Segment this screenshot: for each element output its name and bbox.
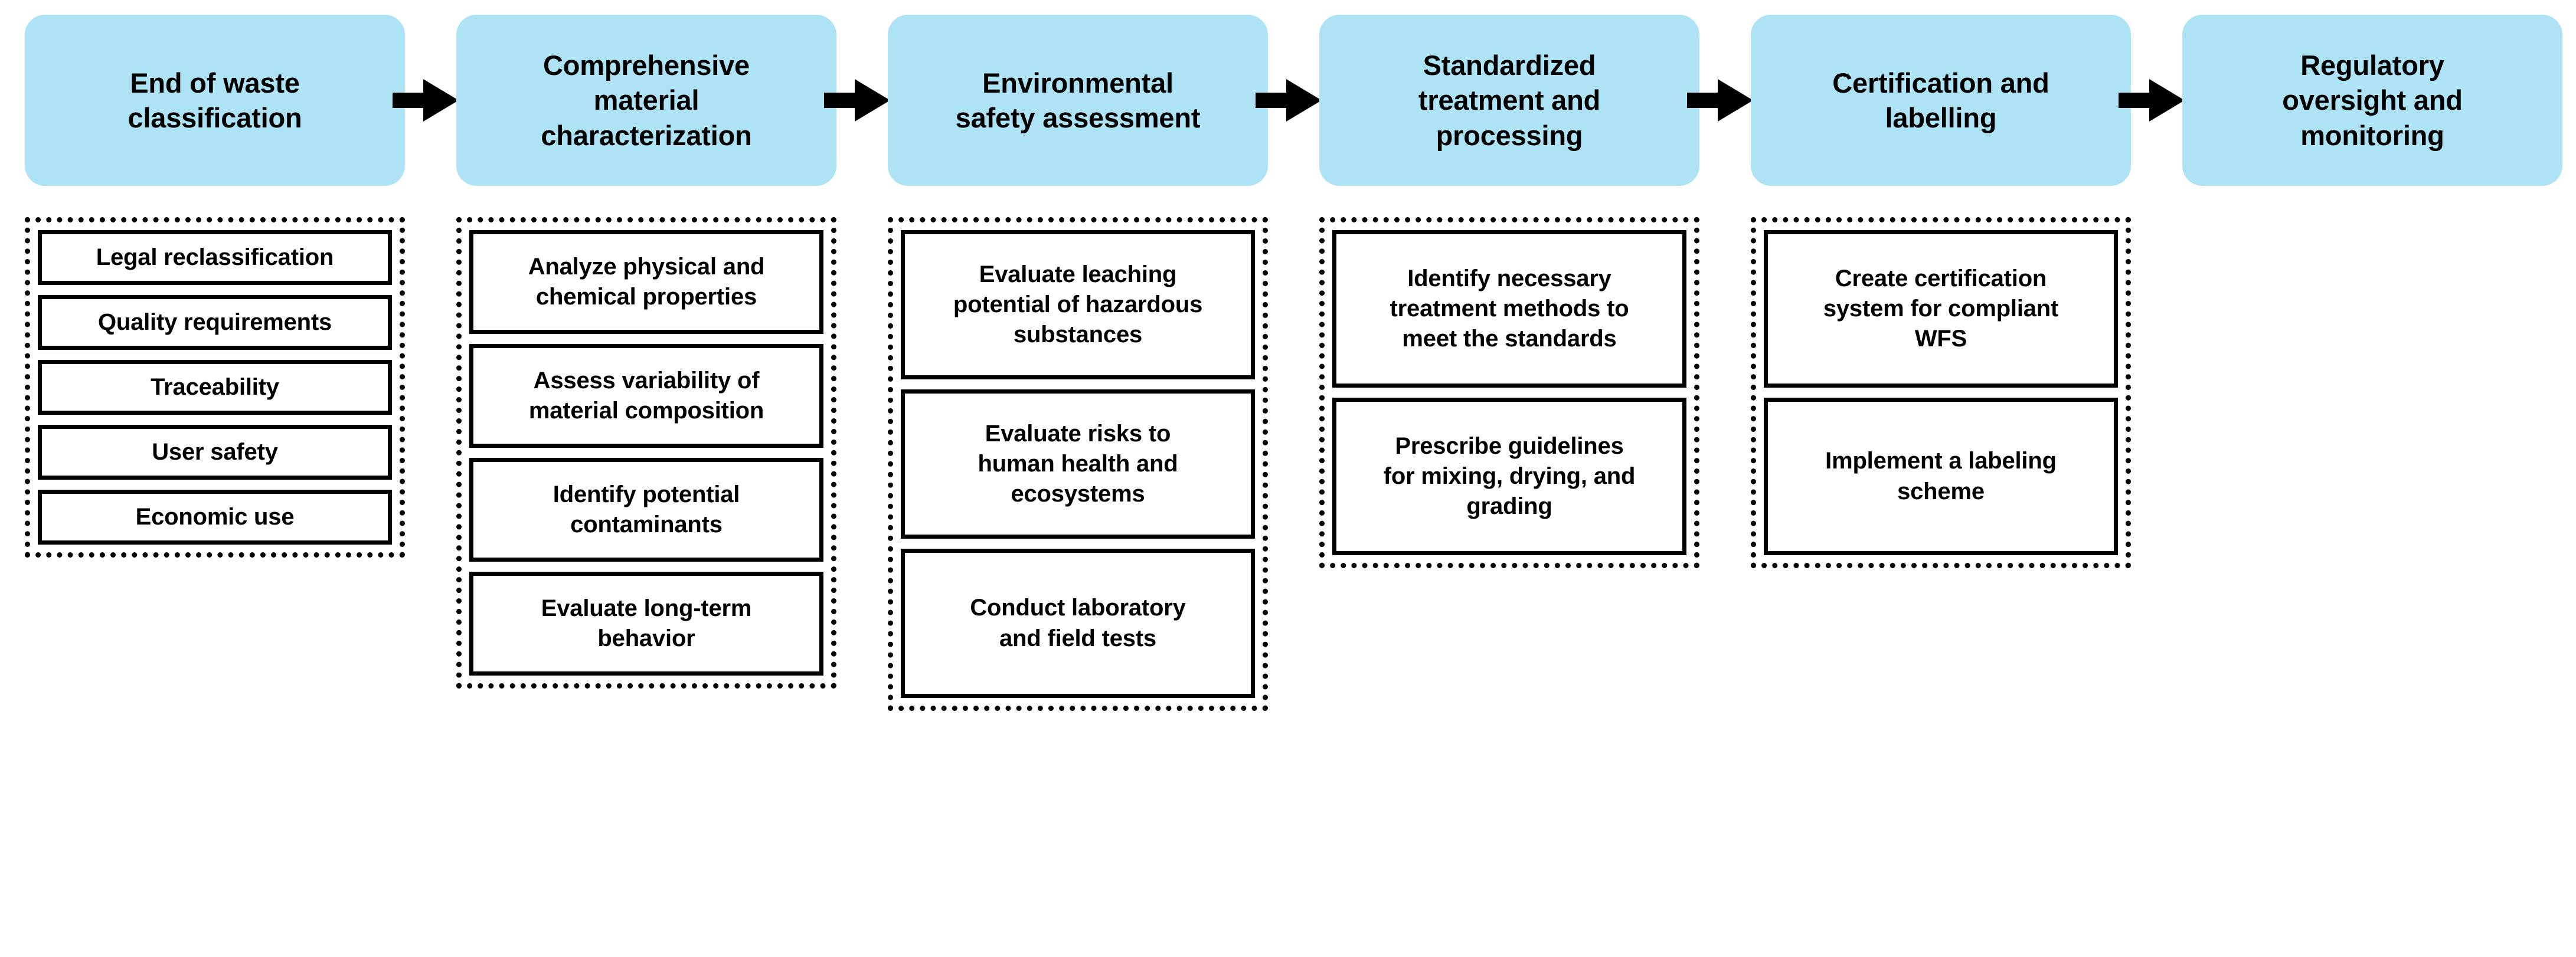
detail-box[interactable]: Prescribe guidelines for mixing, drying,… xyxy=(1332,398,1686,555)
detail-box[interactable]: Implement a labeling scheme xyxy=(1764,398,2118,555)
detail-box[interactable]: Assess variability of material compositi… xyxy=(469,344,823,448)
detail-container-environmental-safety-assessment: Evaluate leaching potential of hazardous… xyxy=(888,217,1268,711)
detail-box[interactable]: Evaluate long-term behavior xyxy=(469,572,823,676)
flow-arrow-icon xyxy=(1256,79,1322,122)
detail-box-label: Traceability xyxy=(151,373,279,400)
detail-box-label: User safety xyxy=(152,438,278,465)
detail-box-label: Identify necessary treatment methods to … xyxy=(1390,265,1629,352)
detail-box[interactable]: Traceability xyxy=(38,360,392,415)
stage-header-label: Certification and labelling xyxy=(1832,67,2049,133)
detail-box[interactable]: Evaluate leaching potential of hazardous… xyxy=(901,230,1255,379)
detail-box[interactable]: Identify potential contaminants xyxy=(469,458,823,562)
stage-header-label: Comprehensive material characterization xyxy=(541,50,752,151)
detail-box[interactable]: Legal reclassification xyxy=(38,230,392,285)
detail-container-comprehensive-material-characterization: Analyze physical and chemical properties… xyxy=(456,217,836,689)
detail-box-label: Economic use xyxy=(135,503,295,530)
stage-header-label: Environmental safety assessment xyxy=(955,67,1201,133)
stage-header-certification-and-labelling[interactable]: Certification and labelling xyxy=(1751,15,2131,186)
detail-box-label: Quality requirements xyxy=(97,309,332,335)
detail-container-standardized-treatment-and-processing: Identify necessary treatment methods to … xyxy=(1319,217,1699,568)
flow-arrow-icon xyxy=(393,79,459,122)
detail-container-end-of-waste-classification: Legal reclassification Quality requireme… xyxy=(25,217,405,558)
detail-box[interactable]: Conduct laboratory and field tests xyxy=(901,549,1255,698)
stage-header-regulatory-oversight-and-monitoring[interactable]: Regulatory oversight and monitoring xyxy=(2182,15,2562,186)
stage-header-standardized-treatment-and-processing[interactable]: Standardized treatment and processing xyxy=(1319,15,1699,186)
detail-box[interactable]: Analyze physical and chemical properties xyxy=(469,230,823,334)
detail-box-label: Analyze physical and chemical properties xyxy=(528,253,765,310)
detail-box-label: Prescribe guidelines for mixing, drying,… xyxy=(1383,432,1636,520)
detail-box[interactable]: User safety xyxy=(38,425,392,480)
detail-box[interactable]: Identify necessary treatment methods to … xyxy=(1332,230,1686,388)
detail-container-certification-and-labelling: Create certification system for complian… xyxy=(1751,217,2131,568)
stage-header-environmental-safety-assessment[interactable]: Environmental safety assessment xyxy=(888,15,1268,186)
detail-box-label: Assess variability of material compositi… xyxy=(528,367,764,424)
stage-header-comprehensive-material-characterization[interactable]: Comprehensive material characterization xyxy=(456,15,836,186)
detail-box-label: Conduct laboratory and field tests xyxy=(970,595,1186,651)
detail-box[interactable]: Quality requirements xyxy=(38,295,392,350)
flow-arrow-icon xyxy=(824,79,890,122)
stage-header-label: Regulatory oversight and monitoring xyxy=(2282,50,2463,151)
detail-box[interactable]: Create certification system for complian… xyxy=(1764,230,2118,388)
stage-header-label: Standardized treatment and processing xyxy=(1418,50,1601,151)
flow-arrow-icon xyxy=(2119,79,2185,122)
detail-box-label: Identify potential contaminants xyxy=(553,481,740,538)
detail-box[interactable]: Economic use xyxy=(38,490,392,545)
detail-box-label: Create certification system for complian… xyxy=(1823,265,2059,352)
stage-header-label: End of waste classification xyxy=(128,67,302,133)
stage-header-end-of-waste-classification[interactable]: End of waste classification xyxy=(25,15,405,186)
detail-box-label: Evaluate risks to human health and ecosy… xyxy=(978,420,1178,507)
detail-box-label: Implement a labeling scheme xyxy=(1825,448,2057,504)
flow-arrow-icon xyxy=(1687,79,1753,122)
detail-box-label: Evaluate long-term behavior xyxy=(541,595,752,651)
detail-box-label: Evaluate leaching potential of hazardous… xyxy=(953,261,1203,348)
detail-box[interactable]: Evaluate risks to human health and ecosy… xyxy=(901,389,1255,539)
detail-box-label: Legal reclassification xyxy=(96,244,334,270)
